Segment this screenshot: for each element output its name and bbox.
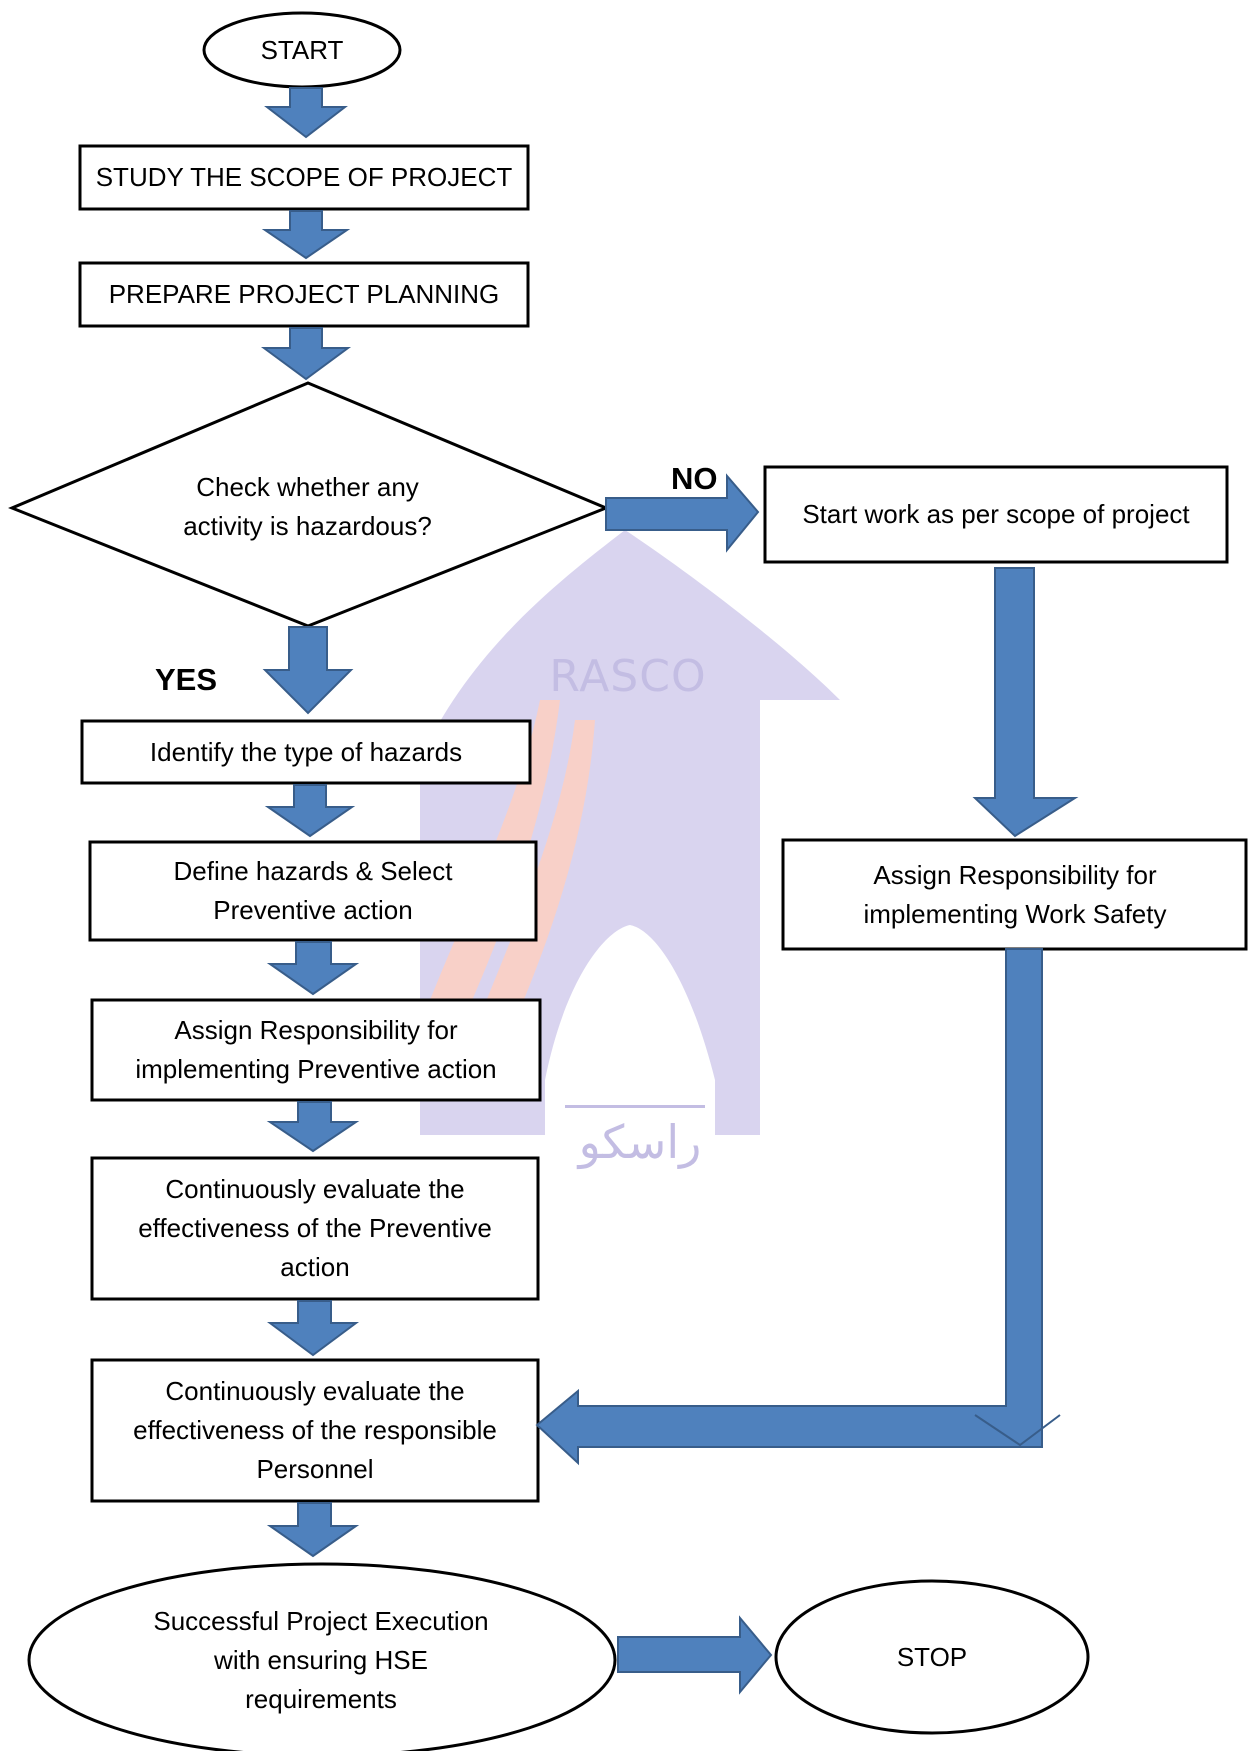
arrow-to-stop xyxy=(617,1615,773,1695)
assign-preventive-label: Assign Responsibility for implementing P… xyxy=(135,1015,497,1084)
start-work-box xyxy=(763,465,1229,564)
define-hazards-label: Define hazards & Select Preventive actio… xyxy=(173,856,453,925)
assign-preventive-box xyxy=(90,998,542,1102)
yes-arrow xyxy=(262,626,354,715)
identify-hazards-label: Identify the type of hazards xyxy=(149,736,463,767)
decision-label: Check whether any activity is hazardous? xyxy=(183,472,432,541)
right-side-down-arrow xyxy=(972,567,1079,838)
down-arrow-personnel xyxy=(266,1502,360,1558)
down-arrow-assign xyxy=(266,1101,360,1153)
stop-label: STOP xyxy=(896,1641,968,1672)
yes-branch-label: YES xyxy=(155,662,218,697)
prepare-planning-box xyxy=(78,261,530,328)
down-arrow-identify xyxy=(264,784,356,838)
stop-ellipse xyxy=(774,1579,1090,1735)
assign-safety-label: Assign Responsibility for implementing W… xyxy=(863,859,1167,929)
success-label: Successful Project Execution with ensuri… xyxy=(153,1605,489,1714)
return-arrow xyxy=(535,948,1043,1466)
evaluate-preventive-label: Continuously evaluate the effectiveness … xyxy=(138,1174,492,1282)
watermark-latin-text: RASCO xyxy=(549,651,707,702)
success-ellipse xyxy=(27,1562,617,1751)
prepare-planning-label: PREPARE PROJECT PLANNING xyxy=(108,279,500,309)
no-branch-label: NO xyxy=(671,461,718,496)
down-arrow-evaluate xyxy=(266,1300,360,1357)
define-hazards-box xyxy=(88,840,538,942)
identify-hazards-box xyxy=(80,719,532,785)
study-scope-box xyxy=(78,144,530,211)
assign-safety-box xyxy=(781,838,1248,951)
start-label: START xyxy=(260,34,344,65)
no-arrow xyxy=(605,473,760,553)
evaluate-personnel-box xyxy=(90,1358,540,1503)
down-arrow-planning xyxy=(260,327,352,381)
return-arrow-corner-detail xyxy=(974,1414,1061,1447)
start-work-label: Start work as per scope of project xyxy=(802,499,1190,529)
down-arrow-define xyxy=(266,941,360,996)
watermark-arabic-text: راسكو xyxy=(578,1115,702,1169)
down-arrow-start xyxy=(264,87,348,139)
down-arrow-study xyxy=(261,210,351,260)
evaluate-personnel-label: Continuously evaluate the effectiveness … xyxy=(133,1376,497,1484)
evaluate-preventive-box xyxy=(90,1156,540,1301)
study-scope-label: STUDY THE SCOPE OF PROJECT xyxy=(95,162,513,192)
